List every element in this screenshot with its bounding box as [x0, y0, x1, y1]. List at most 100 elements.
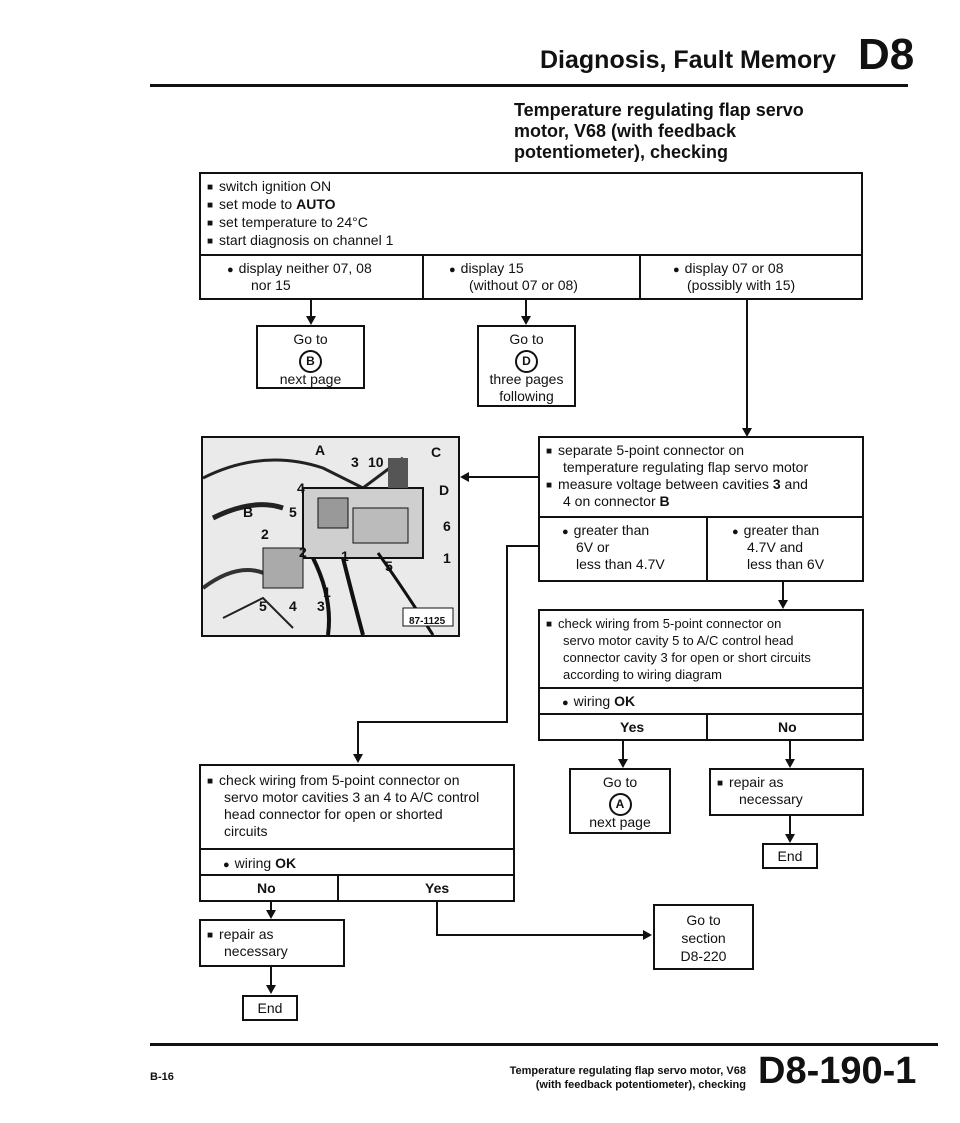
page-header-code: D8: [858, 30, 915, 79]
photo-label: 6: [443, 518, 451, 534]
flow-arrow: [778, 600, 788, 609]
goto-a-text: Go to: [602, 774, 638, 790]
footer-rule: [150, 1043, 938, 1046]
flow-line: [270, 902, 272, 912]
check2-answer-row: No Yes: [199, 874, 515, 902]
display-option-1-line1: display neither 07, 08: [227, 260, 372, 279]
check2-line3: head connector for open or shorted: [224, 806, 443, 822]
separate-connector-box: separate 5-point connector on temperatur…: [538, 436, 864, 518]
section-title-line3: potentiometer), checking: [514, 142, 729, 162]
flow-line: [468, 476, 538, 478]
flow-line: [506, 545, 508, 723]
voltage-out-of-range-line1: greater than: [562, 522, 650, 541]
goto-b-page: next page: [279, 371, 342, 387]
goto-section-label: section: [681, 930, 726, 946]
flow-line: [357, 721, 508, 723]
goto-section-code: D8-220: [680, 948, 727, 964]
flow-line: [789, 816, 791, 836]
display-option-3-line1: display 07 or 08: [673, 260, 784, 279]
end-1-box: End: [762, 843, 818, 869]
check1-line1: check wiring from 5-point connector on: [546, 615, 781, 634]
footer-title-line2: (with feedback potentiometer), checking: [535, 1079, 746, 1091]
check-wiring-2-box: check wiring from 5-point connector on s…: [199, 764, 515, 850]
photo-label: 1: [341, 548, 349, 564]
goto-b-box[interactable]: Go to B next page: [256, 325, 365, 389]
photo-label: 3: [317, 598, 325, 614]
voltage-out-of-range-line2: 6V or: [576, 539, 610, 555]
goto-d-box[interactable]: Go to D three pages following: [477, 325, 576, 407]
end1-text: End: [777, 848, 803, 864]
end2-text: End: [257, 1000, 283, 1016]
measure-line2: 4 on connector B: [563, 493, 670, 509]
flow-line: [270, 967, 272, 987]
flow-line: [357, 721, 359, 755]
circled-b-icon: B: [299, 350, 322, 373]
flow-line: [310, 300, 312, 318]
photo-reference: 87-1125: [409, 616, 446, 627]
goto-section-box[interactable]: Go to section D8-220: [653, 904, 754, 970]
voltage-result-row: greater than 6V or less than 4.7V greate…: [538, 516, 864, 582]
photo-label: D: [439, 482, 450, 498]
display-option-2-line2: (without 07 or 08): [469, 277, 578, 293]
display-divider-2: [639, 256, 641, 298]
photo-label: 2: [261, 526, 269, 542]
display-row: display neither 07, 08 nor 15 display 15…: [199, 254, 863, 300]
flow-arrow: [618, 759, 628, 768]
check2-no: No: [257, 880, 276, 896]
flow-line: [746, 300, 748, 428]
photo-label: 5: [259, 598, 267, 614]
answer-divider: [337, 876, 339, 900]
photo-label: 5: [385, 558, 393, 574]
check1-wiring-ok: wiring OK: [562, 693, 635, 712]
flow-line: [436, 902, 438, 936]
step-mode: set mode to AUTO: [207, 196, 335, 215]
check2-line1: check wiring from 5-point connector on: [207, 772, 459, 791]
check2-wiring-ok-row: wiring OK: [199, 848, 515, 876]
end-2-box: End: [242, 995, 298, 1021]
flow-arrow: [460, 472, 469, 482]
flow-arrow: [785, 834, 795, 843]
flow-line: [506, 545, 538, 547]
goto-b-text: Go to: [293, 331, 328, 347]
photo-label: 5: [289, 504, 297, 520]
photo-label: 4: [289, 598, 297, 614]
footer-left-code: B-16: [150, 1071, 174, 1083]
voltage-in-range-line2: 4.7V and: [747, 539, 804, 555]
voltage-divider: [706, 518, 708, 580]
repair1-line2: necessary: [739, 791, 803, 807]
display-option-1-line2: nor 15: [251, 277, 291, 293]
page-header-title: Diagnosis, Fault Memory: [540, 46, 836, 74]
flow-arrow: [521, 316, 531, 325]
check1-no: No: [778, 719, 797, 735]
photo-label: C: [431, 444, 442, 460]
check1-line3: connector cavity 3 for open or short cir…: [563, 650, 811, 665]
separate-line1: separate 5-point connector on: [546, 442, 744, 461]
display-divider-1: [422, 256, 424, 298]
photo-label: 10: [368, 454, 384, 470]
circled-a-icon: A: [608, 793, 632, 816]
flow-arrow: [742, 428, 752, 437]
flow-line: [782, 582, 784, 602]
photo-label: 2: [299, 544, 307, 560]
step-temperature: set temperature to 24°C: [207, 214, 368, 233]
check1-line4: according to wiring diagram: [563, 667, 722, 682]
initial-steps-box: switch ignition ON set mode to AUTO set …: [199, 172, 863, 256]
photo-label: 3: [351, 454, 359, 470]
circled-d-icon: D: [515, 350, 538, 373]
goto-a-box[interactable]: Go to A next page: [569, 768, 671, 834]
flow-arrow: [353, 754, 363, 763]
flow-line: [436, 934, 644, 936]
check2-line4: circuits: [224, 823, 268, 839]
goto-d-text: Go to: [509, 331, 544, 347]
flow-arrow: [266, 910, 276, 919]
flow-line: [789, 741, 791, 761]
measure-line1: measure voltage between cavities 3 and: [546, 476, 808, 495]
check1-line2: servo motor cavity 5 to A/C control head: [563, 633, 794, 648]
voltage-out-of-range-line3: less than 4.7V: [576, 556, 665, 572]
flow-arrow: [266, 985, 276, 994]
connector-illustration: [203, 438, 458, 635]
flow-arrow: [643, 930, 652, 940]
flow-line: [525, 300, 527, 318]
check-wiring-1-box: check wiring from 5-point connector on s…: [538, 609, 864, 689]
repair2-line2: necessary: [224, 943, 288, 959]
